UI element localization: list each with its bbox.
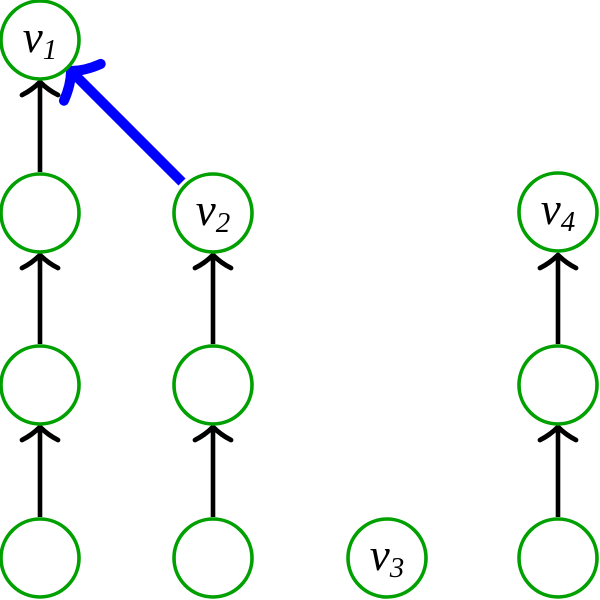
v1-subscript: 1 xyxy=(43,34,58,66)
v1-base: v xyxy=(23,12,43,62)
v3-base: v xyxy=(370,530,390,580)
node-b1 xyxy=(172,344,254,426)
node-v4 xyxy=(517,171,599,253)
node-c1 xyxy=(517,344,599,426)
v2-subscript: 2 xyxy=(216,207,231,239)
v3-subscript: 3 xyxy=(389,552,405,584)
node-v3 xyxy=(346,517,428,599)
v4-subscript: 4 xyxy=(561,206,576,238)
node-a3 xyxy=(0,517,81,599)
v4-base: v xyxy=(541,184,561,234)
node-v1 xyxy=(0,0,81,81)
node-a2 xyxy=(0,344,81,426)
node-c2 xyxy=(517,517,599,599)
node-v2-label: v2 xyxy=(196,185,230,239)
node-v3-label: v3 xyxy=(370,530,404,584)
node-a1 xyxy=(0,172,81,254)
node-v4-label: v4 xyxy=(541,184,575,238)
edge-v2-v1-highlight xyxy=(58,58,186,186)
edge-group xyxy=(19,79,579,517)
node-v1-label: v1 xyxy=(23,12,57,66)
v2-base: v xyxy=(196,185,216,235)
node-b2 xyxy=(172,517,254,599)
node-v2 xyxy=(172,172,254,254)
